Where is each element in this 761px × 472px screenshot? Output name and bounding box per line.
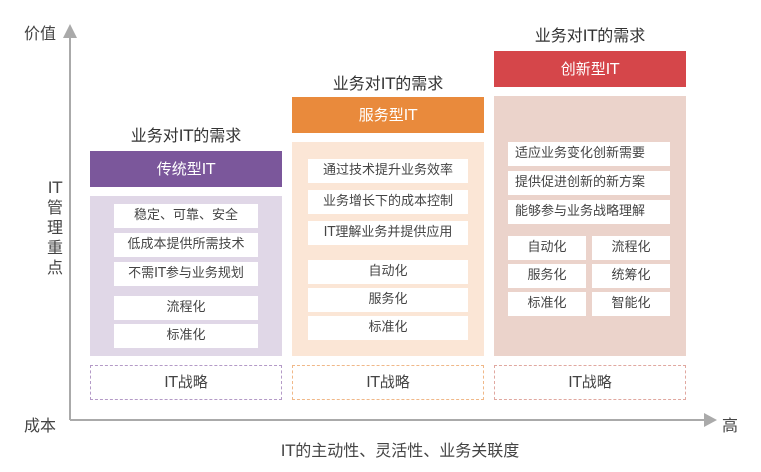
column-2-item: 标准化: [308, 316, 468, 340]
column-1-banner: 传统型IT: [90, 151, 282, 187]
x-axis-end-label: 高: [722, 416, 739, 435]
column-3-grid-item: 流程化: [592, 236, 670, 260]
column-2-item: 服务化: [308, 288, 468, 312]
x-axis-caption: IT的主动性、灵活性、业务关联度: [280, 441, 520, 460]
y-side-label: IT 管 理 重 点: [44, 178, 66, 278]
y-axis-arrow-icon: [63, 24, 77, 38]
y-side-char: 管: [46, 198, 63, 217]
origin-label: 成本: [24, 416, 57, 435]
column-2-strategy: IT战略: [292, 365, 484, 400]
column-3-grid-item: 智能化: [592, 292, 670, 316]
y-side-char: 点: [46, 258, 63, 277]
column-3-item: 能够参与业务战略理解: [508, 200, 670, 224]
column-2-item: 业务增长下的成本控制: [308, 190, 468, 214]
column-3-strategy: IT战略: [494, 365, 686, 400]
column-2-banner: 服务型IT: [292, 97, 484, 133]
y-side-char: 理: [46, 218, 63, 237]
column-3-item: 适应业务变化创新需要: [508, 142, 670, 166]
column-1-item: 流程化: [114, 296, 258, 320]
column-3-panel: 适应业务变化创新需要 提供促进创新的新方案 能够参与业务战略理解 自动化 流程化…: [494, 96, 686, 356]
column-3-heading: 业务对IT的需求: [534, 26, 646, 45]
column-3-grid-item: 统筹化: [592, 264, 670, 288]
column-2-panel: 通过技术提升业务效率 业务增长下的成本控制 IT理解业务并提供应用 自动化 服务…: [292, 142, 484, 356]
column-2-item: 通过技术提升业务效率: [308, 159, 468, 183]
column-1-panel: 稳定、可靠、安全 低成本提供所需技术 不需IT参与业务规划 流程化 标准化: [90, 196, 282, 356]
column-1-item: 低成本提供所需技术: [114, 233, 258, 257]
column-2-item: IT理解业务并提供应用: [308, 221, 468, 245]
y-side-char: IT: [47, 178, 63, 197]
x-axis-arrow-icon: [704, 413, 717, 427]
y-side-char: 重: [46, 238, 63, 257]
column-3-grid-item: 服务化: [508, 264, 586, 288]
column-3-banner: 创新型IT: [494, 51, 686, 87]
column-3-grid-item: 自动化: [508, 236, 586, 260]
column-2-item: 自动化: [308, 260, 468, 284]
column-2-heading: 业务对IT的需求: [332, 74, 444, 93]
column-1-heading: 业务对IT的需求: [130, 126, 242, 145]
column-1-item: 不需IT参与业务规划: [114, 262, 258, 286]
column-1-item: 稳定、可靠、安全: [114, 204, 258, 228]
column-1-item: 标准化: [114, 324, 258, 348]
column-3-item: 提供促进创新的新方案: [508, 171, 670, 195]
column-3-grid-item: 标准化: [508, 292, 586, 316]
column-1-strategy: IT战略: [90, 365, 282, 400]
y-axis-label: 价值: [24, 24, 57, 43]
